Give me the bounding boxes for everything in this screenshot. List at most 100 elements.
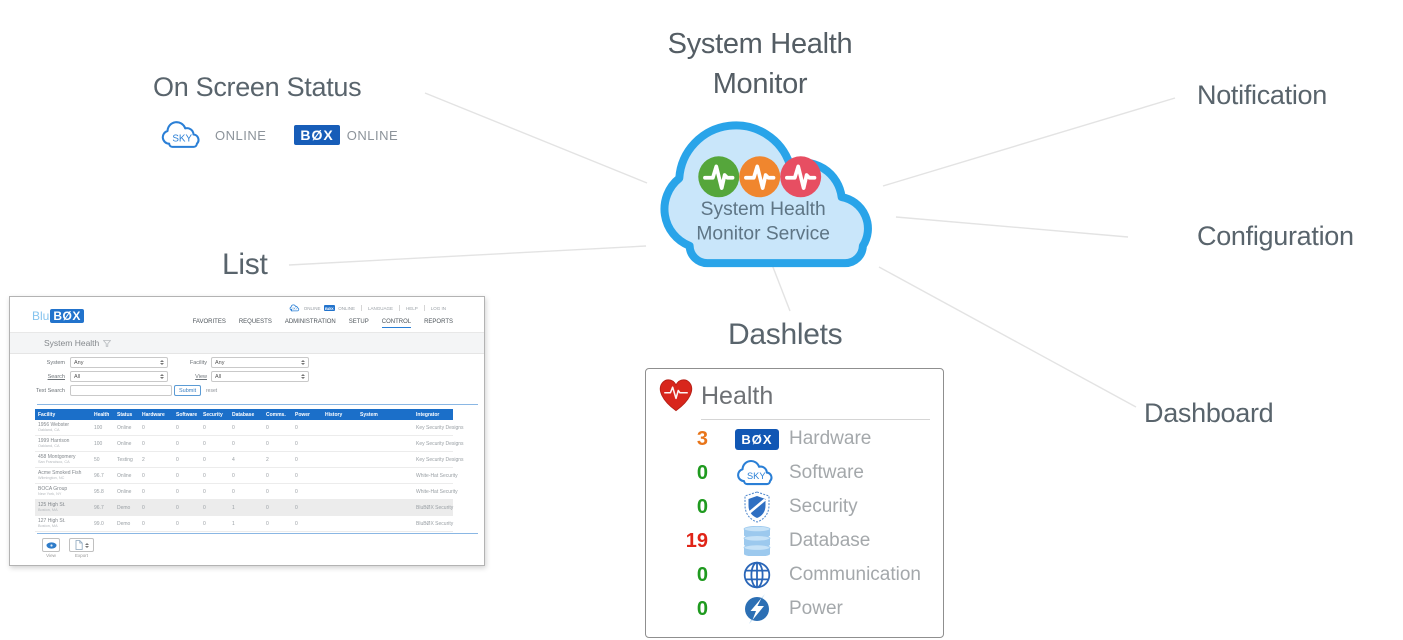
nav-favorites[interactable]: FAVORITES bbox=[192, 319, 226, 325]
view-button[interactable] bbox=[42, 538, 60, 552]
logo-prefix: Blu bbox=[32, 309, 50, 323]
nav-administration[interactable]: ADMINISTRATION bbox=[284, 319, 336, 325]
facility-name: Acme Smoked Fish bbox=[38, 470, 82, 477]
label-notification: Notification bbox=[1197, 80, 1327, 110]
divider bbox=[37, 404, 478, 405]
facility-city: Oakland, CA bbox=[38, 428, 60, 433]
column-header[interactable]: Software bbox=[176, 411, 198, 418]
pulse-icon-orange bbox=[739, 156, 781, 198]
column-header[interactable]: History bbox=[325, 411, 343, 418]
cell-health: 95.8 bbox=[94, 488, 104, 495]
divider bbox=[423, 305, 425, 311]
nav-setup[interactable]: SETUP bbox=[348, 319, 369, 325]
nav-reports[interactable]: REPORTS bbox=[424, 319, 453, 325]
cell-comms: 0 bbox=[266, 520, 269, 527]
column-header[interactable]: Power bbox=[295, 411, 311, 418]
health-metric-row-communication[interactable]: 0 Communication bbox=[646, 558, 943, 592]
export-button[interactable] bbox=[69, 538, 94, 552]
column-header[interactable]: Health bbox=[94, 411, 110, 418]
health-metric-row-database[interactable]: 19 Database bbox=[646, 524, 943, 558]
facility-select[interactable]: Any bbox=[211, 357, 309, 368]
facility-name: 127 High St. bbox=[38, 518, 66, 525]
view-select[interactable]: All bbox=[211, 371, 309, 382]
nav-requests[interactable]: REQUESTS bbox=[238, 319, 272, 325]
nav-control[interactable]: CONTROL bbox=[381, 319, 412, 328]
cell-database: 0 bbox=[232, 488, 235, 495]
cell-status: Online bbox=[117, 424, 132, 431]
health-metric-row-hardware[interactable]: 3 BØX Hardware bbox=[646, 422, 943, 456]
heart-pulse-icon bbox=[659, 379, 693, 412]
cell-security: 0 bbox=[203, 424, 206, 431]
cell-database: 1 bbox=[232, 520, 235, 527]
column-header[interactable]: Comms. bbox=[266, 411, 286, 418]
health-metric-row-software[interactable]: 0 SKY Software bbox=[646, 456, 943, 490]
table-row[interactable]: 125 High St.Boston, MA 96.7 Demo 0 0 0 1… bbox=[35, 500, 453, 516]
cell-hardware: 0 bbox=[142, 520, 145, 527]
mini-page-title: System Health bbox=[44, 338, 100, 348]
filter-row-2: Search All View All bbox=[10, 371, 484, 383]
filter-funnel-icon[interactable] bbox=[103, 339, 112, 347]
label-dashlets: Dashlets bbox=[728, 318, 843, 351]
cell-database: 1 bbox=[232, 504, 235, 511]
export-file-icon bbox=[75, 540, 83, 550]
login-link[interactable]: LOG IN bbox=[430, 305, 446, 311]
cell-power: 0 bbox=[295, 424, 298, 431]
facility-label: Facility bbox=[189, 360, 207, 366]
cell-hardware: 0 bbox=[142, 472, 145, 479]
column-header[interactable]: Security bbox=[203, 411, 223, 418]
cloud-label-line1: System Health bbox=[701, 199, 826, 220]
reset-link[interactable]: reset bbox=[206, 388, 218, 394]
health-metric-row-security[interactable]: 0 Security bbox=[646, 490, 943, 524]
text-search-input[interactable] bbox=[70, 385, 172, 396]
search-label[interactable]: Search bbox=[47, 374, 65, 380]
search-select[interactable]: All bbox=[70, 371, 168, 382]
mini-page-header: System Health bbox=[10, 333, 484, 354]
column-header[interactable]: Status bbox=[117, 411, 133, 418]
page-title: System Health Monitor bbox=[667, 28, 853, 100]
cell-security: 0 bbox=[203, 440, 206, 447]
stepper-icon bbox=[301, 360, 305, 365]
cell-health: 99.0 bbox=[94, 520, 104, 527]
cell-security: 0 bbox=[203, 504, 206, 511]
column-header[interactable]: Database bbox=[232, 411, 255, 418]
connector-line-dashlets bbox=[770, 261, 791, 312]
facility-name: 1956 Webster bbox=[38, 422, 70, 429]
eye-icon bbox=[46, 541, 56, 549]
database-icon bbox=[734, 526, 780, 556]
column-header[interactable]: System bbox=[360, 411, 378, 418]
metric-label: Power bbox=[789, 598, 843, 619]
submit-button[interactable]: Submit bbox=[174, 385, 202, 396]
table-row[interactable]: 127 High St.Boston, MA 99.0 Demo 0 0 0 1… bbox=[35, 516, 453, 532]
language-link[interactable]: LANGUAGE bbox=[367, 305, 393, 311]
box-badge-text: BØX bbox=[735, 428, 779, 450]
lightning-icon bbox=[734, 594, 780, 624]
cell-health: 50 bbox=[94, 456, 100, 463]
label-configuration: Configuration bbox=[1197, 221, 1354, 251]
system-select[interactable]: Any bbox=[70, 357, 168, 368]
cell-status: Demo bbox=[117, 520, 131, 527]
cloud-label-line2: Monitor Service bbox=[696, 223, 830, 244]
facility-name: 458 Montgomery bbox=[38, 454, 76, 461]
help-link[interactable]: HELP bbox=[405, 305, 418, 311]
sky-cloud-icon: SKY bbox=[734, 459, 780, 487]
health-metric-row-power[interactable]: 0 Power bbox=[646, 592, 943, 626]
box-status-text: ONLINE bbox=[346, 127, 399, 143]
column-header[interactable]: Facility bbox=[38, 411, 56, 418]
column-header[interactable]: Hardware bbox=[142, 411, 165, 418]
divider bbox=[701, 419, 930, 420]
stepper-icon bbox=[84, 542, 89, 548]
cell-status: Online bbox=[117, 488, 132, 495]
cell-database: 0 bbox=[232, 440, 235, 447]
filter-row-1: System Any Facility Any bbox=[10, 357, 484, 369]
mini-status-bar: SKY ONLINE BØX ONLINE LANGUAGE HELP LOG … bbox=[289, 304, 446, 312]
view-label[interactable]: View bbox=[195, 374, 207, 380]
column-header[interactable]: Integrator bbox=[416, 411, 440, 418]
divider bbox=[37, 533, 478, 534]
